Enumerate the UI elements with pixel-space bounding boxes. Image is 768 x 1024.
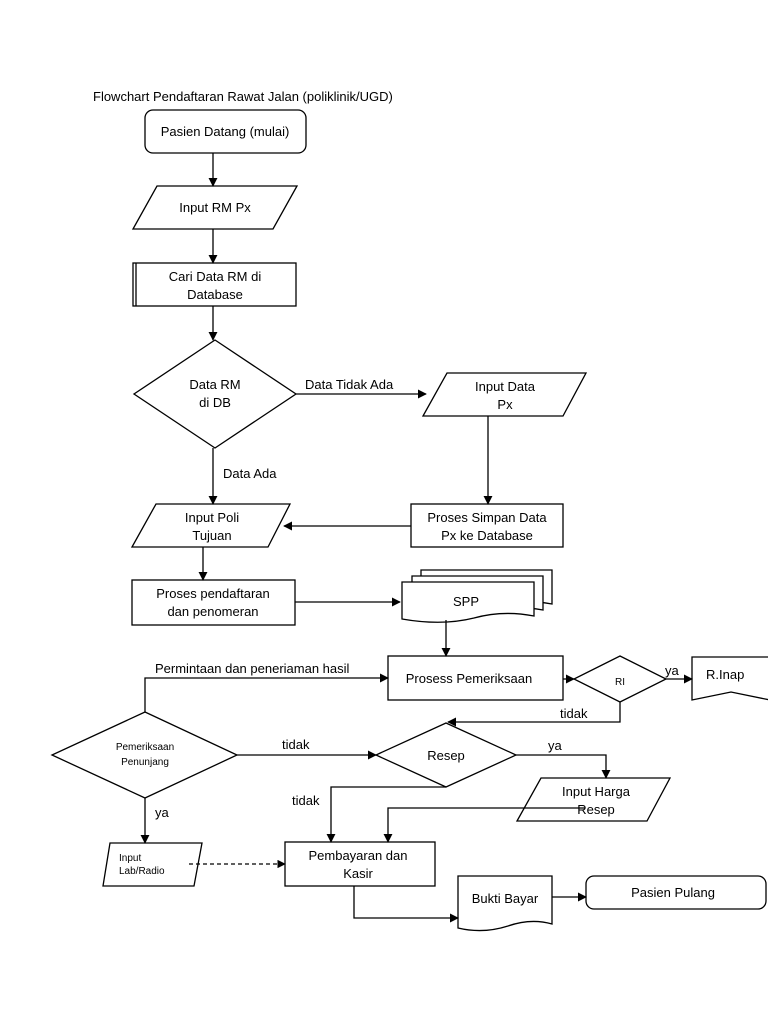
label-resep-ya: ya [548,738,563,753]
node-resep-label: Resep [427,748,465,763]
edge-input-harga-to-pembayaran [383,807,585,843]
diagram-title: Flowchart Pendaftaran Rawat Jalan (polik… [93,89,393,104]
node-input-rm-label: Input RM Px [179,200,251,215]
edge-penunjang-to-pemeriksaan [144,673,389,712]
node-bukti-bayar: Bukti Bayar [457,875,553,932]
label-ri-tidak: tidak [560,706,588,721]
node-ri: RI [572,655,668,703]
node-decision-db: Data RM di DB [132,339,298,449]
node-proses-pendaftaran-label-1: Proses pendaftaran [156,586,269,601]
label-data-ada: Data Ada [223,466,277,481]
node-spp-label: SPP [453,594,479,609]
node-proses-simpan-label-2: Px ke Database [441,528,533,543]
node-input-lab-label-1: Input [119,853,141,864]
node-proses-pendaftaran: Proses pendaftaran dan penomeran [131,579,296,626]
node-resep: Resep [374,722,518,788]
node-input-data-px-label-1: Input Data [475,379,536,394]
node-cari-data-label-1: Cari Data RM di [169,269,262,284]
node-start: Pasien Datang (mulai) [144,109,307,154]
node-pembayaran: Pembayaran dan Kasir [284,841,436,887]
edge-resep-ya [516,754,611,779]
node-penunjang-label-1: Pemeriksaan [116,742,174,753]
node-input-harga: Input Harga Resep [515,777,672,822]
label-permintaan: Permintaan dan peneriaman hasil [155,661,350,676]
node-proses-pendaftaran-label-2: dan penomeran [167,604,258,619]
node-start-label: Pasien Datang (mulai) [161,124,290,139]
node-proses-simpan: Proses Simpan Data Px ke Database [410,503,564,548]
label-resep-tidak: tidak [292,793,320,808]
edge-pembayaran-to-bukti [353,886,459,923]
node-penunjang-label-2: Penunjang [121,757,169,768]
node-cari-data-label-2: Database [187,287,243,302]
node-bukti-bayar-label: Bukti Bayar [472,891,539,906]
node-input-rm: Input RM Px [131,185,299,230]
node-pasien-pulang: Pasien Pulang [585,875,767,910]
node-penunjang: Pemeriksaan Penunjang [50,711,239,799]
node-r-inap: R.Inap [691,656,768,701]
node-input-harga-label-2: Resep [577,802,615,817]
node-input-data-px: Input Data Px [421,372,588,417]
node-proses-simpan-label-1: Proses Simpan Data [427,510,547,525]
node-cari-data: Cari Data RM di Database [132,262,297,307]
node-decision-db-label-1: Data RM [189,377,240,392]
node-input-data-px-label-2: Px [497,397,513,412]
node-input-lab: Input Lab/Radio [102,842,203,887]
label-penunjang-ya: ya [155,805,170,820]
node-input-poli: Input Poli Tujuan [130,503,292,548]
node-ri-label: RI [615,677,625,688]
node-pembayaran-label-1: Pembayaran dan [308,848,407,863]
node-input-harga-label-1: Input Harga [562,784,631,799]
label-penunjang-tidak: tidak [282,737,310,752]
node-spp: SPP [401,569,553,623]
label-data-ada-mask [218,477,288,487]
node-input-poli-label-2: Tujuan [192,528,231,543]
node-pemeriksaan: Prosess Pemeriksaan [387,655,564,701]
connectors [140,153,693,923]
node-input-poli-label-1: Input Poli [185,510,239,525]
label-data-tidak-ada: Data Tidak Ada [305,377,394,392]
edge-resep-tidak [326,786,446,843]
node-pembayaran-label-2: Kasir [343,866,373,881]
node-decision-db-label-2: di DB [199,395,231,410]
edge-ri-tidak [447,702,621,727]
node-r-inap-label: R.Inap [706,667,744,682]
node-pemeriksaan-label: Prosess Pemeriksaan [406,671,532,686]
node-pasien-pulang-label: Pasien Pulang [631,885,715,900]
label-ri-ya: ya [665,663,680,678]
node-input-lab-label-2: Lab/Radio [119,866,165,877]
